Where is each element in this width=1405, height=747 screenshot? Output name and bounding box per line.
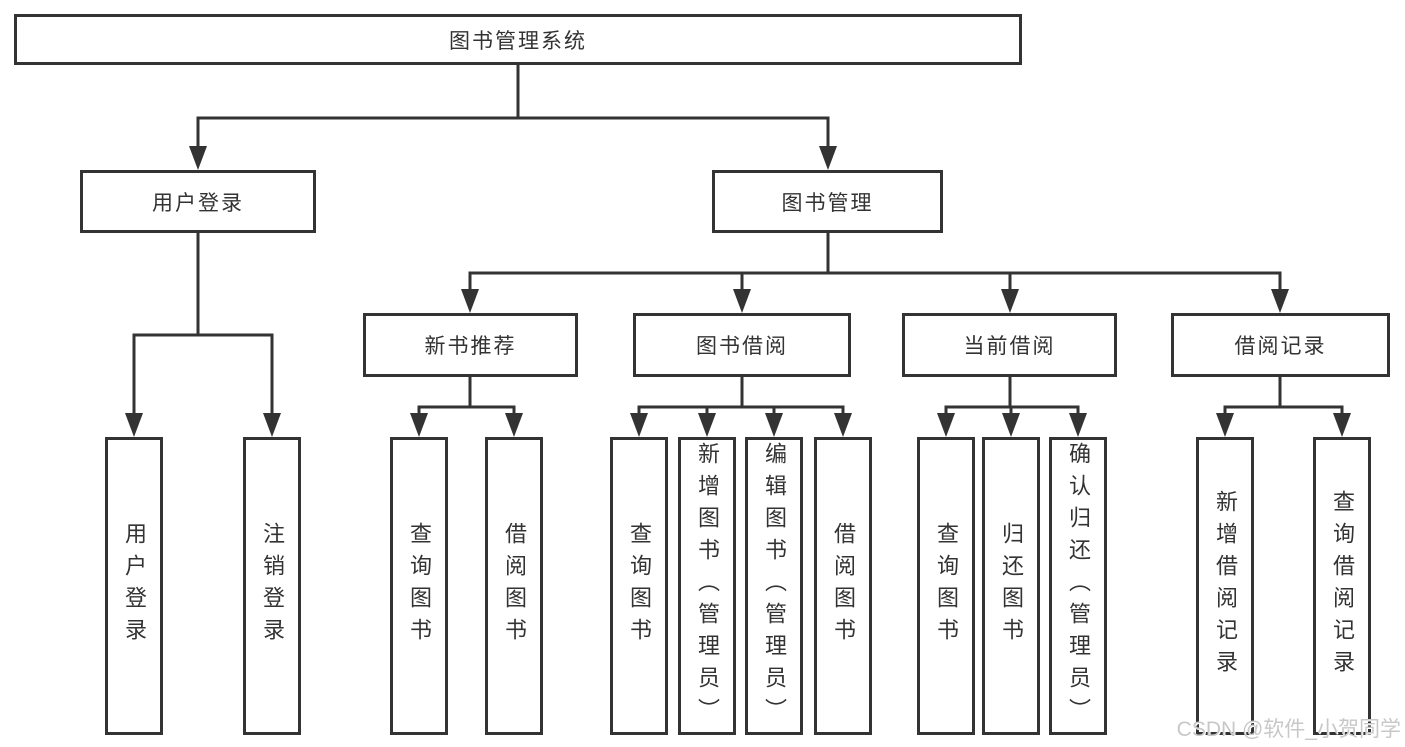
leaf-logout-label: 注销登录 bbox=[260, 522, 285, 650]
node-root-label: 图书管理系统 bbox=[449, 29, 587, 53]
leaf-confirm-return-admin: 确认归还（管理员） bbox=[1049, 437, 1107, 735]
node-book-borrow: 图书借阅 bbox=[633, 313, 851, 377]
node-book-management: 图书管理 bbox=[712, 170, 943, 233]
leaf-return-book: 归还图书 bbox=[982, 437, 1040, 735]
leaf-add-borrow-record-label: 新增借阅记录 bbox=[1213, 490, 1238, 682]
leaf-edit-book-admin-label: 编辑图书（管理员） bbox=[762, 442, 787, 730]
leaf-add-book-admin: 新增图书（管理员） bbox=[678, 437, 736, 735]
leaf-user-login: 用户登录 bbox=[105, 437, 163, 735]
leaf-confirm-return-admin-label: 确认归还（管理员） bbox=[1066, 442, 1091, 730]
leaf-query-books-borrow: 查询图书 bbox=[610, 437, 668, 735]
leaf-logout: 注销登录 bbox=[243, 437, 301, 735]
node-root: 图书管理系统 bbox=[14, 14, 1022, 65]
leaf-borrow-books-borrow: 借阅图书 bbox=[814, 437, 872, 735]
node-borrow-records-label: 借阅记录 bbox=[1234, 335, 1327, 358]
leaf-edit-book-admin: 编辑图书（管理员） bbox=[745, 437, 803, 735]
csdn-watermark: CSDN @软件_小贺同学 bbox=[1176, 718, 1401, 741]
leaf-borrow-books-newbook-label: 借阅图书 bbox=[502, 522, 527, 650]
node-new-book-recommend-label: 新书推荐 bbox=[424, 335, 517, 358]
leaf-query-books-newbook-label: 查询图书 bbox=[407, 522, 432, 650]
node-book-management-label: 图书管理 bbox=[781, 191, 874, 215]
leaf-borrow-books-borrow-label: 借阅图书 bbox=[831, 522, 856, 650]
leaf-query-books-current: 查询图书 bbox=[917, 437, 975, 735]
leaf-return-book-label: 归还图书 bbox=[999, 522, 1024, 650]
node-current-borrow-label: 当前借阅 bbox=[963, 335, 1056, 358]
leaf-query-books-newbook: 查询图书 bbox=[390, 437, 448, 735]
node-current-borrow: 当前借阅 bbox=[902, 313, 1117, 377]
node-user-login: 用户登录 bbox=[80, 170, 316, 233]
leaf-add-borrow-record: 新增借阅记录 bbox=[1196, 437, 1254, 735]
node-borrow-records: 借阅记录 bbox=[1171, 313, 1390, 377]
leaf-query-books-borrow-label: 查询图书 bbox=[627, 522, 652, 650]
leaf-add-book-admin-label: 新增图书（管理员） bbox=[695, 442, 720, 730]
node-new-book-recommend: 新书推荐 bbox=[363, 313, 578, 377]
leaf-user-login-label: 用户登录 bbox=[122, 522, 147, 650]
node-book-borrow-label: 图书借阅 bbox=[696, 335, 788, 358]
node-user-login-label: 用户登录 bbox=[152, 191, 244, 215]
leaf-query-books-current-label: 查询图书 bbox=[934, 522, 959, 650]
leaf-query-borrow-record-label: 查询借阅记录 bbox=[1330, 490, 1355, 682]
leaf-borrow-books-newbook: 借阅图书 bbox=[485, 437, 543, 735]
leaf-query-borrow-record: 查询借阅记录 bbox=[1313, 437, 1371, 735]
